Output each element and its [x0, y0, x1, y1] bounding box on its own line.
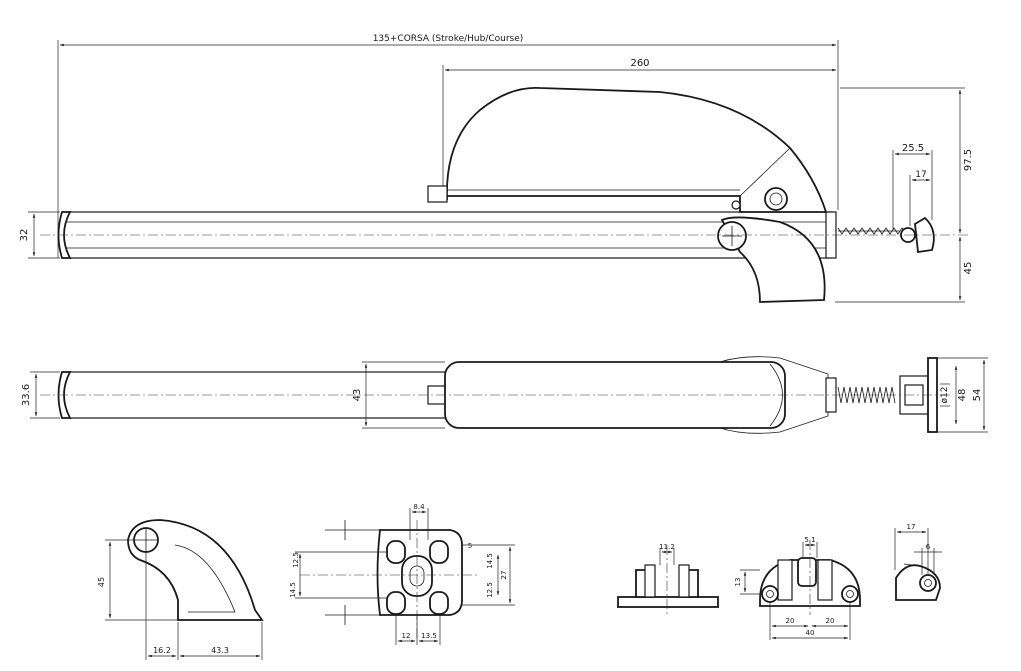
clip-hole [919, 574, 937, 592]
plate-dim-5: 5 [468, 542, 472, 550]
mount-dim-20-right: 20 [826, 617, 835, 625]
plate-dim-27: 27 [500, 571, 508, 580]
top-spring [837, 386, 896, 404]
plate-dim-12: 12 [402, 632, 411, 640]
mount-hole-left [761, 585, 779, 603]
clip-dim-6: 6 [926, 543, 931, 551]
plate-dim-8-4: 8.4 [413, 503, 425, 511]
mount-dim-20-left: 20 [786, 617, 795, 625]
dim-54-label: 54 [972, 389, 983, 402]
mount-hole-right [841, 585, 859, 603]
dim-260-label: 260 [630, 58, 649, 69]
bracket-outline [127, 519, 264, 621]
bracket-dim-43-3: 43.3 [211, 646, 229, 655]
detail-mount: 5.1 13 20 20 40 [734, 536, 861, 640]
dim-25-5-label: 25.5 [902, 143, 924, 154]
fork-dim-11-2: 11.2 [659, 543, 675, 551]
side-tube-endcap [57, 211, 72, 259]
dim-17-label: 17 [915, 170, 926, 180]
plate-dim-14-5-left: 14.5 [289, 582, 297, 598]
detail-fork: 11.2 [617, 543, 719, 615]
side-bracket [720, 216, 826, 303]
side-housing [446, 86, 828, 213]
dim-dia12-label: ø12 [940, 387, 950, 404]
plate-dim-12-5-left: 12.5 [292, 552, 300, 568]
dim-33-6-label: 33.6 [21, 384, 32, 406]
side-knob [764, 187, 788, 211]
detail-bracket: 45 16.2 43.3 [97, 519, 264, 660]
dim-48-label: 48 [957, 389, 968, 402]
plate-dim-14-5-right: 14.5 [486, 553, 494, 569]
dim-43-label: 43 [352, 389, 363, 402]
detail-plate: 8.4 14.5 12.5 27 14.5 12.5 5 12 13.5 [289, 503, 515, 645]
dim-45-label: 45 [963, 262, 974, 275]
fork-base [617, 596, 719, 608]
plate-dim-13-5: 13.5 [421, 632, 437, 640]
top-view: 33.6 43 ø12 48 54 [21, 356, 988, 434]
mount-dim-40: 40 [806, 629, 815, 637]
dim-32-label: 32 [19, 229, 30, 242]
dim-97-5-label: 97.5 [963, 149, 974, 171]
plate-dim-12-5-right: 12.5 [486, 582, 494, 598]
side-tube [61, 211, 833, 259]
side-view: 135+CORSA (Stroke/Hub/Course) 260 [19, 34, 974, 303]
mount-dim-5-1: 5.1 [804, 536, 815, 544]
dim-overall-label: 135+CORSA (Stroke/Hub/Course) [373, 34, 524, 44]
clip-dim-17: 17 [907, 523, 916, 531]
bracket-dim-45: 45 [97, 577, 106, 587]
detail-clip: 17 6 [894, 523, 942, 601]
bracket-dim-16-2: 16.2 [153, 646, 171, 655]
mount-dim-13: 13 [734, 578, 742, 587]
